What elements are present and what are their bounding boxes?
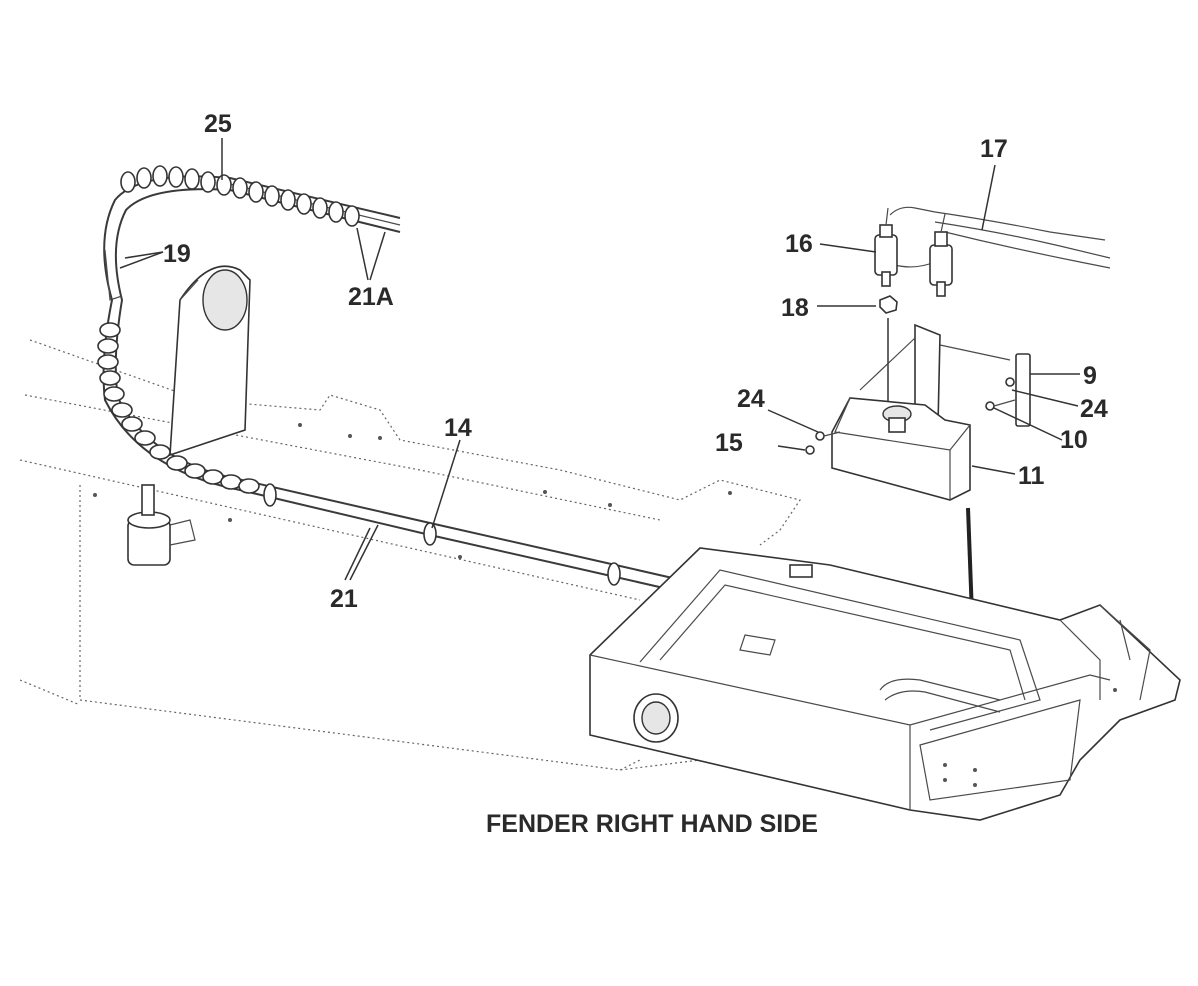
callout-17: 17 [980, 135, 1008, 163]
callout-18: 18 [781, 294, 809, 322]
callout-14: 14 [444, 414, 472, 442]
callout-24-left: 24 [737, 385, 765, 413]
pivot-bracket [169, 265, 251, 457]
callout-15: 15 [715, 429, 743, 457]
screws [777, 377, 1016, 455]
callout-24-right: 24 [1080, 395, 1108, 423]
callout-21: 21 [330, 585, 358, 613]
diagram-caption: FENDER RIGHT HAND SIDE [486, 810, 818, 838]
reservoir-tank [831, 323, 1031, 501]
leader-lines [119, 138, 1080, 581]
callout-16: 16 [785, 230, 813, 258]
callout-19: 19 [163, 240, 191, 268]
spiral-coils [97, 165, 360, 494]
fender-outline [19, 339, 801, 771]
callout-11: 11 [1018, 462, 1045, 490]
fender-step-housing [589, 547, 1181, 821]
callout-9: 9 [1083, 362, 1097, 390]
hose-clamps [263, 483, 621, 586]
callout-labels: 25 19 21A 14 21 17 16 18 9 24 24 10 15 1… [163, 110, 1108, 613]
callout-21a: 21A [348, 283, 394, 311]
valve-assembly [874, 206, 1111, 297]
callout-10: 10 [1060, 426, 1088, 454]
callout-25: 25 [204, 110, 232, 138]
cylinder-component [127, 484, 196, 566]
